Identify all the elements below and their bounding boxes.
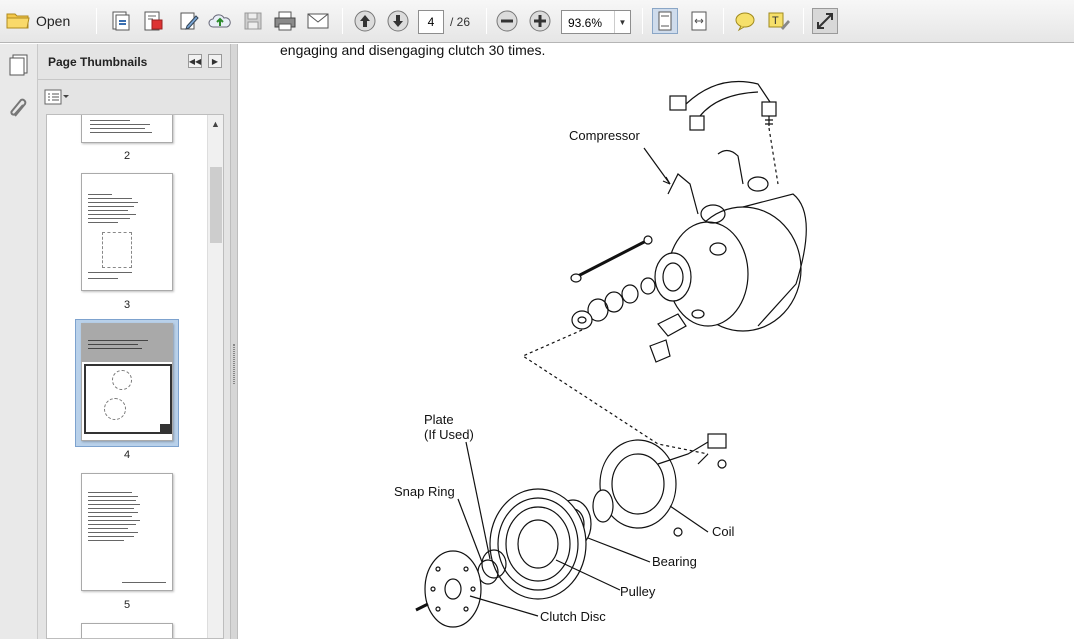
thumbnails-panel: Page Thumbnails ◀◀ ▶ 2 3 <box>38 44 230 639</box>
label-plate-if-used: (If Used) <box>424 427 474 442</box>
fit-width-icon[interactable] <box>686 8 712 34</box>
highlight-text-icon[interactable]: T <box>766 8 792 34</box>
chevron-down-icon[interactable]: ▼ <box>614 11 630 33</box>
open-label: Open <box>36 13 71 29</box>
pages-panel-icon[interactable] <box>7 54 31 81</box>
thumbnail-scrollbar[interactable]: ▲ <box>207 115 223 638</box>
comment-icon[interactable] <box>732 8 758 34</box>
thumbnail-page-4[interactable] <box>81 323 173 441</box>
folder-icon <box>6 10 30 33</box>
body-text: engaging and disengaging clutch 30 times… <box>280 44 546 58</box>
document-view: engaging and disengaging clutch 30 times… <box>238 44 1074 639</box>
full-screen-icon[interactable] <box>812 8 838 34</box>
convert-pdf-icon[interactable] <box>140 8 166 34</box>
navigation-strip <box>0 44 38 639</box>
label-clutch-disc: Clutch Disc <box>540 609 606 624</box>
label-pulley: Pulley <box>620 584 656 599</box>
print-icon[interactable] <box>272 8 298 34</box>
thumbnail-page-5[interactable] <box>81 473 173 591</box>
scroll-up-icon[interactable]: ▲ <box>211 119 220 129</box>
thumbnail-label: 3 <box>123 299 131 311</box>
thumbnail-list: 2 3 4 <box>46 114 224 639</box>
label-bearing: Bearing <box>652 554 697 569</box>
save-icon[interactable] <box>240 8 266 34</box>
thumbnail-options-button[interactable] <box>44 88 72 106</box>
scrollbar-thumb[interactable] <box>210 167 222 243</box>
panel-title: Page Thumbnails <box>48 55 148 69</box>
thumbnail-label: 5 <box>123 599 131 611</box>
edit-document-icon[interactable] <box>176 8 202 34</box>
attachments-paperclip-icon[interactable] <box>8 96 30 125</box>
zoom-value: 93.6% <box>568 16 603 30</box>
thumbnail-page-6[interactable] <box>81 623 173 638</box>
panel-menu-icon[interactable]: ▶ <box>208 54 222 68</box>
fit-page-icon[interactable] <box>652 8 678 34</box>
collapse-panel-icon[interactable]: ◀◀ <box>188 54 202 68</box>
thumbnail-page-3[interactable] <box>81 173 173 291</box>
next-page-icon[interactable] <box>385 8 411 34</box>
open-button[interactable]: Open <box>6 8 86 34</box>
panel-splitter[interactable] <box>230 44 238 639</box>
label-plate: Plate <box>424 412 454 427</box>
zoom-in-icon[interactable] <box>527 8 553 34</box>
page-total: / 26 <box>450 15 471 29</box>
create-pdf-icon[interactable] <box>108 8 134 34</box>
email-icon[interactable] <box>305 8 331 34</box>
label-compressor: Compressor <box>569 128 640 143</box>
thumbnails-header: Page Thumbnails ◀◀ ▶ <box>38 44 230 80</box>
thumbnail-page-2[interactable] <box>81 115 173 143</box>
compressor-clutch-diagram <box>415 81 807 628</box>
svg-text:T: T <box>772 15 779 27</box>
page-number-input[interactable]: 4 <box>418 10 444 34</box>
thumbnail-label: 4 <box>123 449 131 461</box>
zoom-select[interactable]: 93.6% ▼ <box>561 10 631 34</box>
upload-cloud-icon[interactable] <box>207 8 233 34</box>
label-coil: Coil <box>712 524 735 539</box>
zoom-out-icon[interactable] <box>494 8 520 34</box>
label-snap-ring: Snap Ring <box>394 484 455 499</box>
thumbnail-label: 2 <box>123 150 131 162</box>
toolbar: Open 4 / 26 93.6% ▼ <box>0 0 1074 43</box>
previous-page-icon[interactable] <box>352 8 378 34</box>
